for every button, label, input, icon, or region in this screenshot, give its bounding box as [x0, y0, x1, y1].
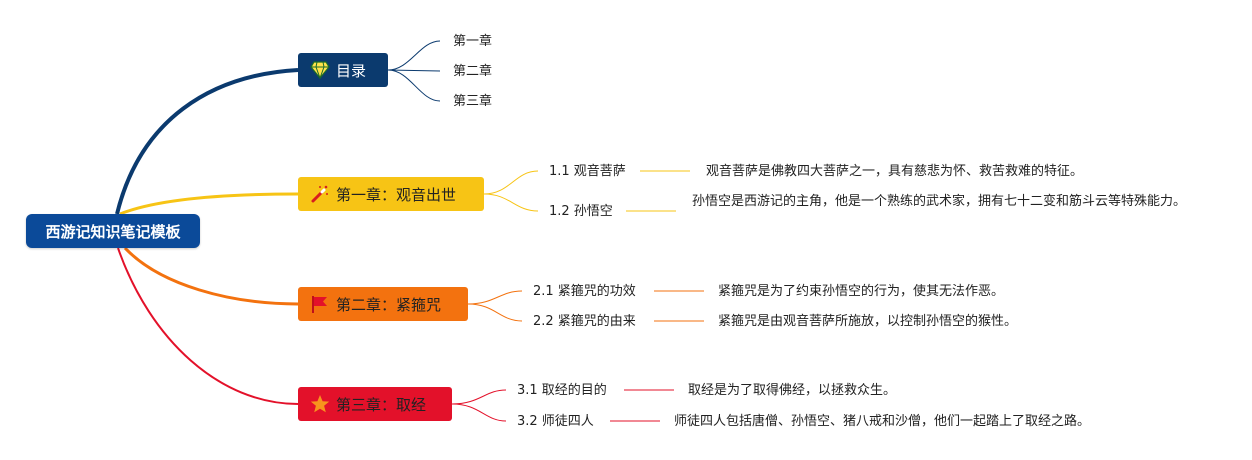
root-label: 西游记知识笔记模板	[45, 222, 181, 241]
branch-chapter1-label: 第一章：观音出世	[336, 185, 457, 204]
connector-ch3-2	[451, 403, 507, 422]
topic-3-1-title[interactable]: 3.1 取经的目的	[517, 383, 607, 398]
topic-1-2-desc: 孙悟空是西游记的主角，他是一个熟练的武术家，拥有七十二变和筋斗云等特殊能力。	[692, 194, 1187, 209]
connector-toc-3	[387, 69, 441, 102]
toc-item-1[interactable]: 第一章	[453, 34, 493, 49]
connector-root-toc	[115, 68, 299, 215]
branch-chapter3[interactable]: 第三章：取经	[298, 387, 452, 421]
branch-chapter2[interactable]: 第二章：紧箍咒	[298, 287, 468, 321]
topic-2-2-title[interactable]: 2.2 紧箍咒的由来	[533, 314, 636, 329]
topic-2-1-desc: 紧箍咒是为了约束孙悟空的行为，使其无法作恶。	[718, 284, 1005, 299]
branch-toc[interactable]: 目录	[298, 53, 388, 87]
topic-2-1-title[interactable]: 2.1 紧箍咒的功效	[533, 284, 636, 299]
connector-ch3-1	[451, 389, 507, 405]
connector-toc-2	[387, 69, 441, 72]
connector-root-ch3	[117, 247, 299, 405]
connector-toc-1	[387, 40, 441, 71]
connector-root-ch1	[119, 192, 299, 216]
flag-icon	[310, 294, 330, 314]
toc-item-3[interactable]: 第三章	[453, 94, 493, 109]
connector-ch1-2	[483, 193, 539, 212]
toc-item-2[interactable]: 第二章	[453, 64, 493, 79]
connector-ch2-2	[467, 303, 523, 322]
topic-3-1-desc: 取经是为了取得佛经，以拯救众生。	[688, 383, 897, 398]
star-icon	[310, 394, 330, 414]
branch-chapter2-label: 第二章：紧箍咒	[336, 295, 442, 314]
topic-1-1-desc: 观音菩萨是佛教四大菩萨之一，具有慈悲为怀、救苦救难的特征。	[706, 164, 1084, 179]
branch-chapter1[interactable]: 第一章：观音出世	[298, 177, 484, 211]
topic-3-2-desc: 师徒四人包括唐僧、孙悟空、猪八戒和沙僧，他们一起踏上了取经之路。	[674, 414, 1091, 429]
connector-ch2-1	[467, 290, 523, 305]
connector-root-ch2	[123, 246, 299, 306]
diamond-icon	[310, 60, 330, 80]
topic-3-2-title[interactable]: 3.2 师徒四人	[517, 414, 594, 429]
topic-2-2-desc: 紧箍咒是由观音菩萨所施放，以控制孙悟空的猴性。	[718, 314, 1018, 329]
root-node[interactable]: 西游记知识笔记模板	[26, 214, 200, 248]
topic-1-2-title[interactable]: 1.2 孙悟空	[549, 204, 613, 219]
branch-chapter3-label: 第三章：取经	[336, 395, 427, 414]
magic-wand-icon	[310, 184, 330, 204]
connector-ch1-1	[483, 170, 539, 195]
branch-toc-label: 目录	[336, 61, 367, 80]
topic-1-1-title[interactable]: 1.1 观音菩萨	[549, 164, 626, 179]
